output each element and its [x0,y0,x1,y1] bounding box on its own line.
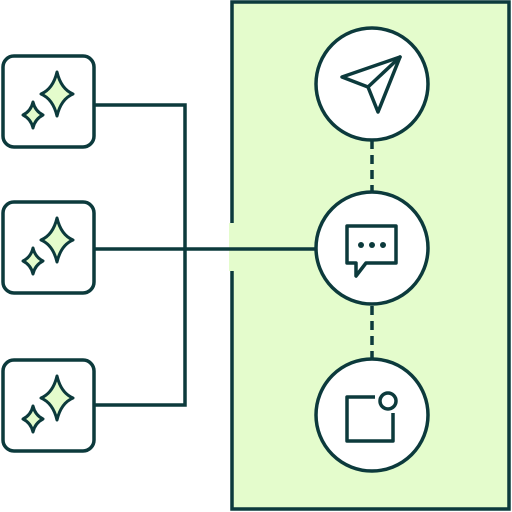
connector-bottom [94,249,187,407]
hub-node-chat [314,190,430,306]
source-box-3 [1,358,96,453]
hub-node-notify [314,357,430,473]
notification-square-icon [345,391,398,443]
connector-top [94,103,187,249]
hub-node-send [314,26,430,142]
source-box-frame [1,200,96,295]
sparkles-icon [21,374,75,434]
hub-node-circle [314,357,430,473]
source-box-2 [1,200,96,295]
source-box-1 [1,54,96,149]
sparkles-icon [21,216,75,276]
source-box-frame [1,358,96,453]
source-box-frame [1,54,96,149]
paper-plane-icon [340,55,402,114]
panel-entry-gap [229,223,235,271]
chat-bubble-icon [345,224,398,278]
sparkles-icon [21,70,75,130]
connector-lines [94,103,232,407]
